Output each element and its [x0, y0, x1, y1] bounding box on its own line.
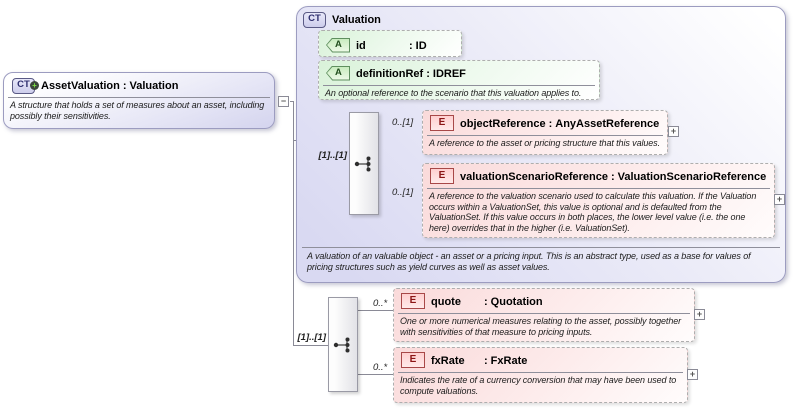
complex-type-asset-valuation[interactable]: CT + AssetValuation:Valuation A structur… — [3, 72, 275, 129]
expand-button[interactable]: + — [687, 369, 698, 380]
expand-button[interactable]: + — [694, 309, 705, 320]
attribute-box-id[interactable]: A id:ID — [318, 30, 462, 57]
collapse-button[interactable]: − — [278, 96, 289, 107]
element-icon: E — [430, 115, 454, 131]
type-description: A valuation of an valuable object - an a… — [302, 247, 780, 273]
element-icon: E — [401, 293, 425, 309]
type-title: AssetValuation:Valuation — [41, 80, 179, 92]
connector-line — [358, 310, 393, 311]
element-icon: E — [430, 168, 454, 184]
expand-button[interactable]: + — [774, 194, 785, 205]
cardinality-label: 0..* — [373, 362, 388, 373]
element-title: valuationScenarioReference:ValuationScen… — [460, 171, 767, 183]
sequence-connector[interactable] — [349, 112, 379, 215]
cardinality-label: [1]..[1] — [318, 150, 348, 161]
sequence-icon — [354, 156, 371, 171]
expand-button[interactable]: + — [668, 126, 679, 137]
element-box-valuation-scenario-reference[interactable]: E valuationScenarioReference:ValuationSc… — [422, 163, 775, 238]
extension-plus-icon: + — [30, 81, 39, 90]
connector-line — [358, 374, 393, 375]
element-box-fx-rate[interactable]: E fxRate:FxRate Indicates the rate of a … — [393, 347, 688, 403]
connector-line — [290, 101, 294, 102]
connector-line — [293, 345, 328, 346]
cardinality-label: [1]..[1] — [297, 332, 327, 343]
element-box-object-reference[interactable]: E objectReference:AnyAssetReference A re… — [422, 110, 668, 155]
element-title: quote:Quotation — [431, 296, 543, 308]
type-title: Valuation — [332, 14, 381, 26]
cardinality-label: 0..[1] — [392, 117, 414, 128]
complex-type-icon: CT — [303, 12, 326, 28]
element-icon: E — [401, 352, 425, 368]
element-description: One or more numerical measures relating … — [398, 313, 690, 337]
element-description: Indicates the rate of a currency convers… — [398, 372, 683, 396]
cardinality-label: 0..[1] — [392, 187, 414, 198]
cardinality-label: 0..* — [373, 298, 388, 309]
attribute-box-definition-ref[interactable]: A definitionRef:IDREF An optional refere… — [318, 60, 600, 100]
attribute-title: definitionRef:IDREF — [356, 68, 466, 80]
attribute-description: An optional reference to the scenario th… — [323, 85, 595, 99]
element-description: A reference to the asset or pricing stru… — [427, 135, 663, 149]
connector-line — [293, 101, 294, 346]
sequence-connector[interactable] — [328, 297, 358, 392]
element-title: objectReference:AnyAssetReference — [460, 118, 660, 130]
type-description: A structure that holds a set of measures… — [8, 97, 270, 121]
sequence-icon — [333, 337, 350, 352]
attribute-icon: A — [326, 65, 350, 81]
complex-type-extension-icon: CT + — [12, 78, 39, 94]
element-description: A reference to the valuation scenario us… — [427, 188, 770, 233]
element-box-quote[interactable]: E quote:Quotation One or more numerical … — [393, 288, 695, 342]
attribute-icon: A — [326, 37, 350, 53]
element-title: fxRate:FxRate — [431, 355, 528, 367]
attribute-title: id:ID — [356, 40, 427, 52]
